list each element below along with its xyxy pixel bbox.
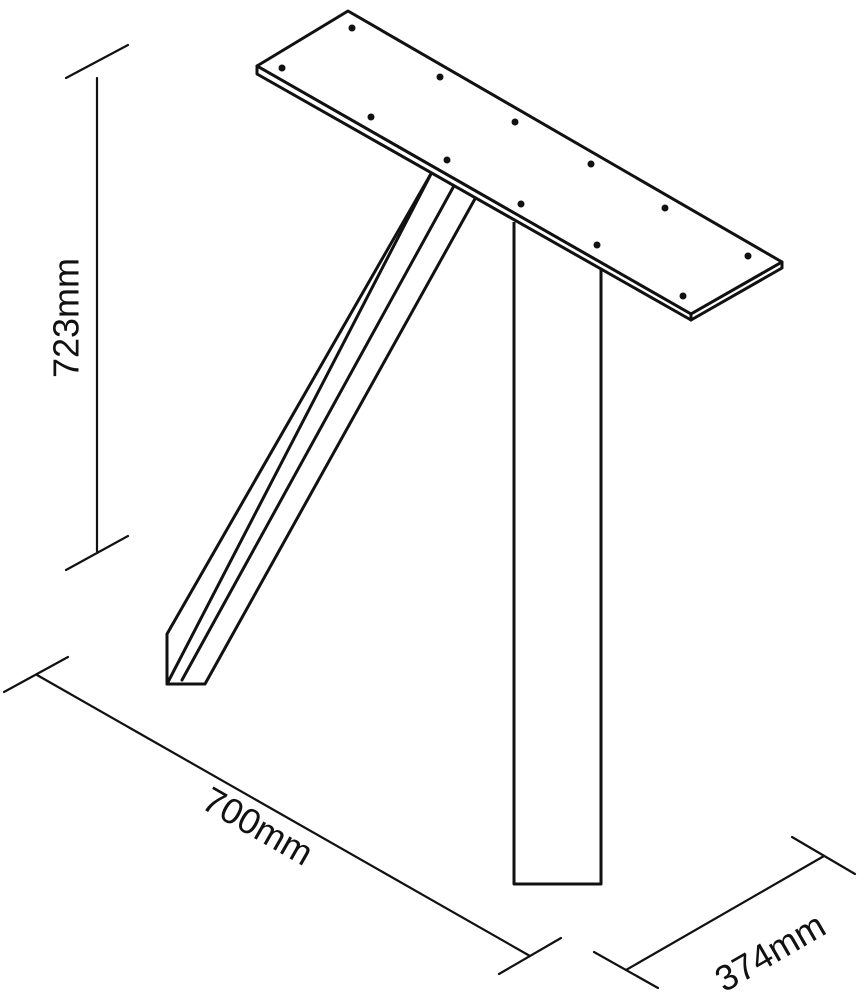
bolt-hole [367,113,375,121]
height-dimension-tick-top [64,43,130,80]
height-dimension-tick-bottom [64,534,130,572]
bolt-hole [348,24,356,32]
bolt-hole [661,204,669,212]
bolt-hole [587,160,595,168]
width-dimension: 700mm [2,655,563,976]
depth-dimension-line [624,854,826,972]
bolt-hole [443,156,451,164]
vertical-leg [512,222,603,886]
depth-dimension-tick-left [592,950,660,990]
height-dimension-label: 723mm [46,258,87,378]
bolt-hole [517,200,525,208]
angled-leg [165,170,478,686]
width-dimension-tick-right [497,936,563,976]
width-dimension-line [35,673,532,958]
bolt-holes [278,24,752,300]
width-dimension-tick-left [2,655,70,694]
bolt-hole [278,64,286,72]
bolt-hole [511,118,519,126]
depth-dimension-tick-right [790,835,857,876]
bolt-hole [679,292,687,300]
bolt-hole [593,241,601,249]
height-dimension: 723mm [46,43,130,572]
bolt-hole [436,73,444,81]
depth-dimension: 374mm [592,835,857,1000]
mounting-plate [255,9,784,322]
depth-dimension-label: 374mm [708,904,832,1000]
bolt-hole [744,252,752,260]
